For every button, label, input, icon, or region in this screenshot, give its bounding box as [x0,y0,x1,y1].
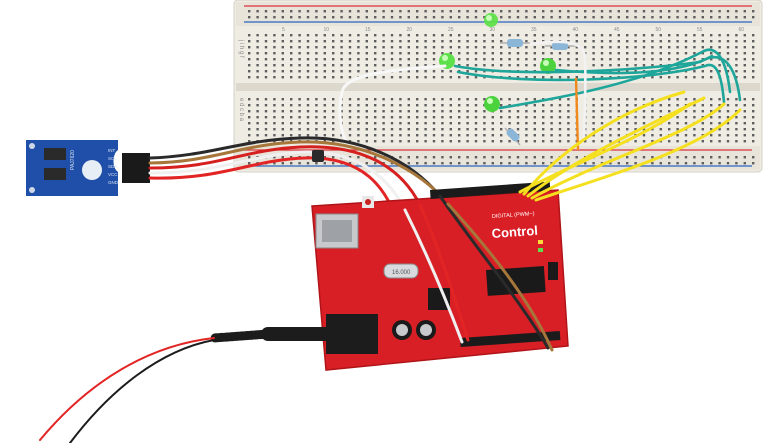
sensor-pin-label: INT [108,148,116,153]
red-control-board: 16.000 Control DIGITAL (PWM~) [311,181,569,371]
sensor-pin-labels: INT SCL SDA VCC GND [108,148,119,185]
column-number: 10 [324,27,330,33]
column-number: 20 [407,27,413,33]
white-wire [338,64,447,144]
sensor-chip-label: PAJ7620 [70,150,76,170]
column-number: 60 [739,27,745,33]
column-number: 40 [573,27,579,33]
column-numbers: 5 10 15 20 25 30 35 40 45 50 55 60 [282,27,744,33]
row-letters-bottom: e d c b a [238,98,244,122]
column-number: 55 [697,27,703,33]
resistor-2 [545,42,575,50]
orange-wire [574,77,580,151]
board-wires [403,194,554,352]
resistor-1 [500,39,530,47]
leds [439,13,556,112]
led-3 [540,58,556,74]
column-number: 35 [531,27,537,33]
teal-wires [453,48,742,110]
capacitors [392,320,436,340]
board-digital-label: DIGITAL (PWM~) [492,211,535,220]
column-number: 25 [448,27,454,33]
column-number: 30 [490,27,496,33]
board-brand: Control [491,223,538,241]
sensor-pin-label: SCL [108,156,117,161]
column-number: 15 [365,27,371,33]
sensor-pin-label: VCC [108,172,118,177]
transistor [312,150,324,162]
white-wire-2 [529,40,587,141]
column-number: 5 [282,27,285,33]
led-1 [484,13,498,27]
led-4 [484,96,500,112]
row-letters-top: j i h g f [238,39,244,58]
sensor-pin-label: GND [108,180,119,185]
resistor-3 [504,127,521,146]
gesture-sensor-module: PAJ7620 INT SCL SDA VCC GND [26,140,150,196]
sensor-pin-label: SDA [108,164,117,169]
column-number: 50 [656,27,662,33]
sensor-wires [148,136,450,217]
resistors [500,39,575,146]
power-cable [39,327,333,443]
yellow-wires [518,90,742,202]
crystal-label: 16.000 [392,270,411,276]
column-number: 45 [614,27,620,33]
